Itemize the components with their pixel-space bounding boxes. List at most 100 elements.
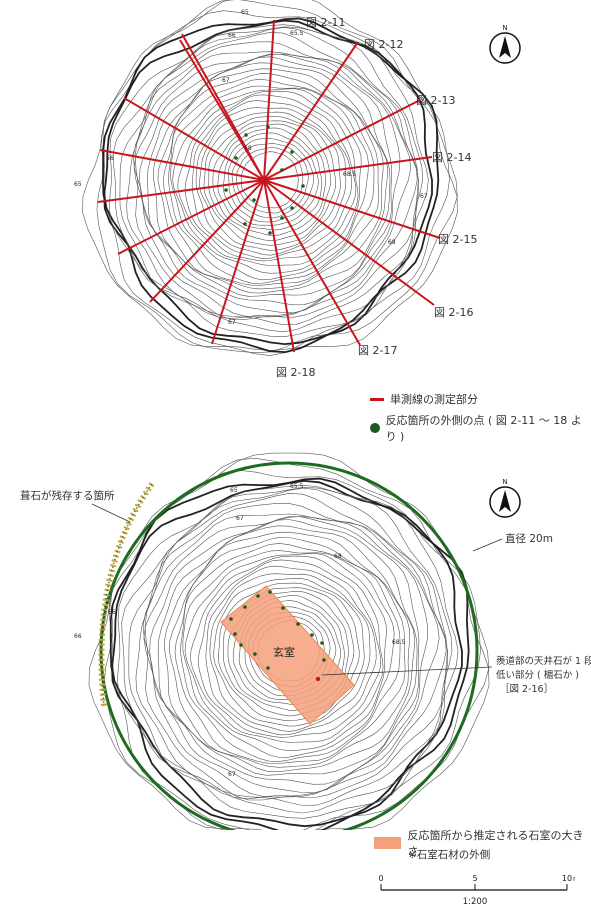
reaction-point: [266, 666, 270, 670]
scale-ratio: 1:200: [463, 897, 488, 907]
contour-line: [103, 457, 490, 836]
reaction-point: [296, 622, 300, 626]
contour-value: 67: [222, 77, 230, 84]
scale-unit: m: [573, 875, 575, 883]
contour-line: [213, 578, 365, 727]
survey-line-16: [179, 39, 265, 181]
reaction-point: [268, 590, 272, 594]
survey-line-14: [99, 149, 265, 181]
contour-line: [111, 479, 463, 828]
contour-line: [139, 53, 393, 306]
green-dot-swatch-icon: [370, 423, 380, 433]
contour-line: [180, 543, 401, 762]
contour-line: [144, 503, 447, 801]
reaction-point: [280, 216, 284, 220]
contour-value: 68: [388, 239, 396, 246]
legend-reaction-point-label: 反応箇所の外側の点 ( 図 2-11 ～ 18 より ): [385, 414, 582, 443]
contour-value: 65.5: [290, 483, 304, 490]
contour-value: 68.5: [343, 171, 357, 178]
contour-line: [212, 123, 327, 236]
survey-line-11: [149, 179, 265, 303]
stone-callout-leader: [91, 503, 131, 523]
reaction-point: [229, 617, 233, 621]
survey-line-3: [263, 41, 359, 181]
contour-line: [190, 555, 384, 743]
fig-label-2-17: 図 2-17: [358, 344, 397, 357]
reaction-point: [266, 125, 270, 129]
contour-line: [153, 62, 389, 294]
reaction-point: [224, 188, 228, 192]
contour-value: 68.5: [392, 639, 406, 646]
contour-line: [132, 51, 412, 318]
survey-line-2: [263, 19, 275, 181]
contour-line: [231, 143, 309, 219]
contour-line: [108, 24, 429, 338]
survey-line-12: [117, 179, 265, 255]
lintel-callout-leader: [321, 666, 493, 676]
fig-label-2-11: 図 2-11: [306, 16, 345, 29]
survey-line-9: [263, 179, 295, 353]
contour-line: [157, 519, 418, 776]
contour-line: [235, 147, 304, 214]
contour-line: [169, 531, 410, 768]
lintel-callout-line1: 羨道部の天井石が 1 段: [496, 655, 591, 667]
contour-line: [184, 553, 387, 751]
legend-chamber-size: 反応箇所から推定される石室の大きさ: [374, 827, 591, 859]
diameter-callout-leader: [472, 538, 503, 552]
reaction-point: [243, 222, 247, 226]
contour-line: [205, 565, 377, 736]
contour-line: [88, 452, 490, 834]
contour-line: [119, 27, 419, 326]
survey-line-8: [263, 179, 361, 346]
legend-reaction-point: 反応箇所の外側の点 ( 図 2-11 ～ 18 より ): [370, 412, 591, 444]
contour-line: [223, 132, 319, 226]
remaining-stones-line: [98, 482, 155, 707]
contour-line: [147, 56, 391, 297]
contour-line: [149, 516, 420, 785]
contour-value: 65: [74, 181, 82, 188]
lintel-point: [315, 676, 321, 682]
diameter-callout: 直径 20m: [505, 532, 553, 545]
estimated-chamber-zone: [220, 585, 355, 725]
contour-line: [218, 582, 360, 722]
reaction-point: [233, 632, 237, 636]
bottom-survey-map: N 葺石が残存する箇所 直径 20m 玄室 羨道部の天井石が 1 段 低い部分 …: [0, 430, 591, 841]
bottom-contour-lines: [88, 452, 490, 839]
red-line-swatch-icon: [370, 397, 384, 401]
survey-line-5: [263, 156, 433, 181]
contour-line: [228, 138, 315, 223]
reaction-point: [252, 198, 256, 202]
reaction-point: [320, 641, 324, 645]
contour-line: [170, 85, 369, 281]
contour-line: [240, 151, 299, 209]
stone-callout: 葺石が残存する箇所: [20, 489, 115, 502]
contour-line: [116, 484, 459, 819]
reaction-points: [224, 125, 305, 235]
fig-label-2-13: 図 2-13: [416, 94, 455, 107]
contour-value: 65: [241, 9, 249, 16]
reaction-point: [290, 206, 294, 210]
fig-label-2-15: 図 2-15: [438, 233, 477, 246]
contour-value: 66: [108, 609, 116, 616]
contour-value: 67: [228, 771, 236, 778]
survey-line-10: [211, 179, 265, 345]
contour-line: [121, 487, 453, 814]
survey-line-13: [97, 179, 265, 203]
contour-line: [103, 19, 433, 346]
contour-line: [209, 573, 371, 732]
contour-line: [102, 17, 440, 354]
fig-label-2-16: 図 2-16: [434, 306, 473, 319]
contour-line: [162, 73, 380, 286]
contour-value: 66: [228, 32, 236, 39]
contour-line: [217, 127, 323, 231]
contour-value: 68: [334, 553, 342, 560]
lintel-callout-line2: 低い部分 ( 楣石か ): [496, 669, 579, 681]
contour-line: [157, 68, 384, 290]
top-contour-map: N 図 2-11 図 2-12 図 2-13 図 2-14 図 2-15 図 2…: [74, 0, 521, 379]
top-survey-map: N 図 2-11 図 2-12 図 2-13 図 2-14 図 2-15 図 2…: [0, 0, 591, 400]
reaction-point: [301, 184, 305, 188]
contour-value: 67: [236, 515, 244, 522]
contour-line: [164, 525, 416, 773]
contour-value: 66: [106, 155, 114, 162]
contour-line: [134, 41, 418, 320]
